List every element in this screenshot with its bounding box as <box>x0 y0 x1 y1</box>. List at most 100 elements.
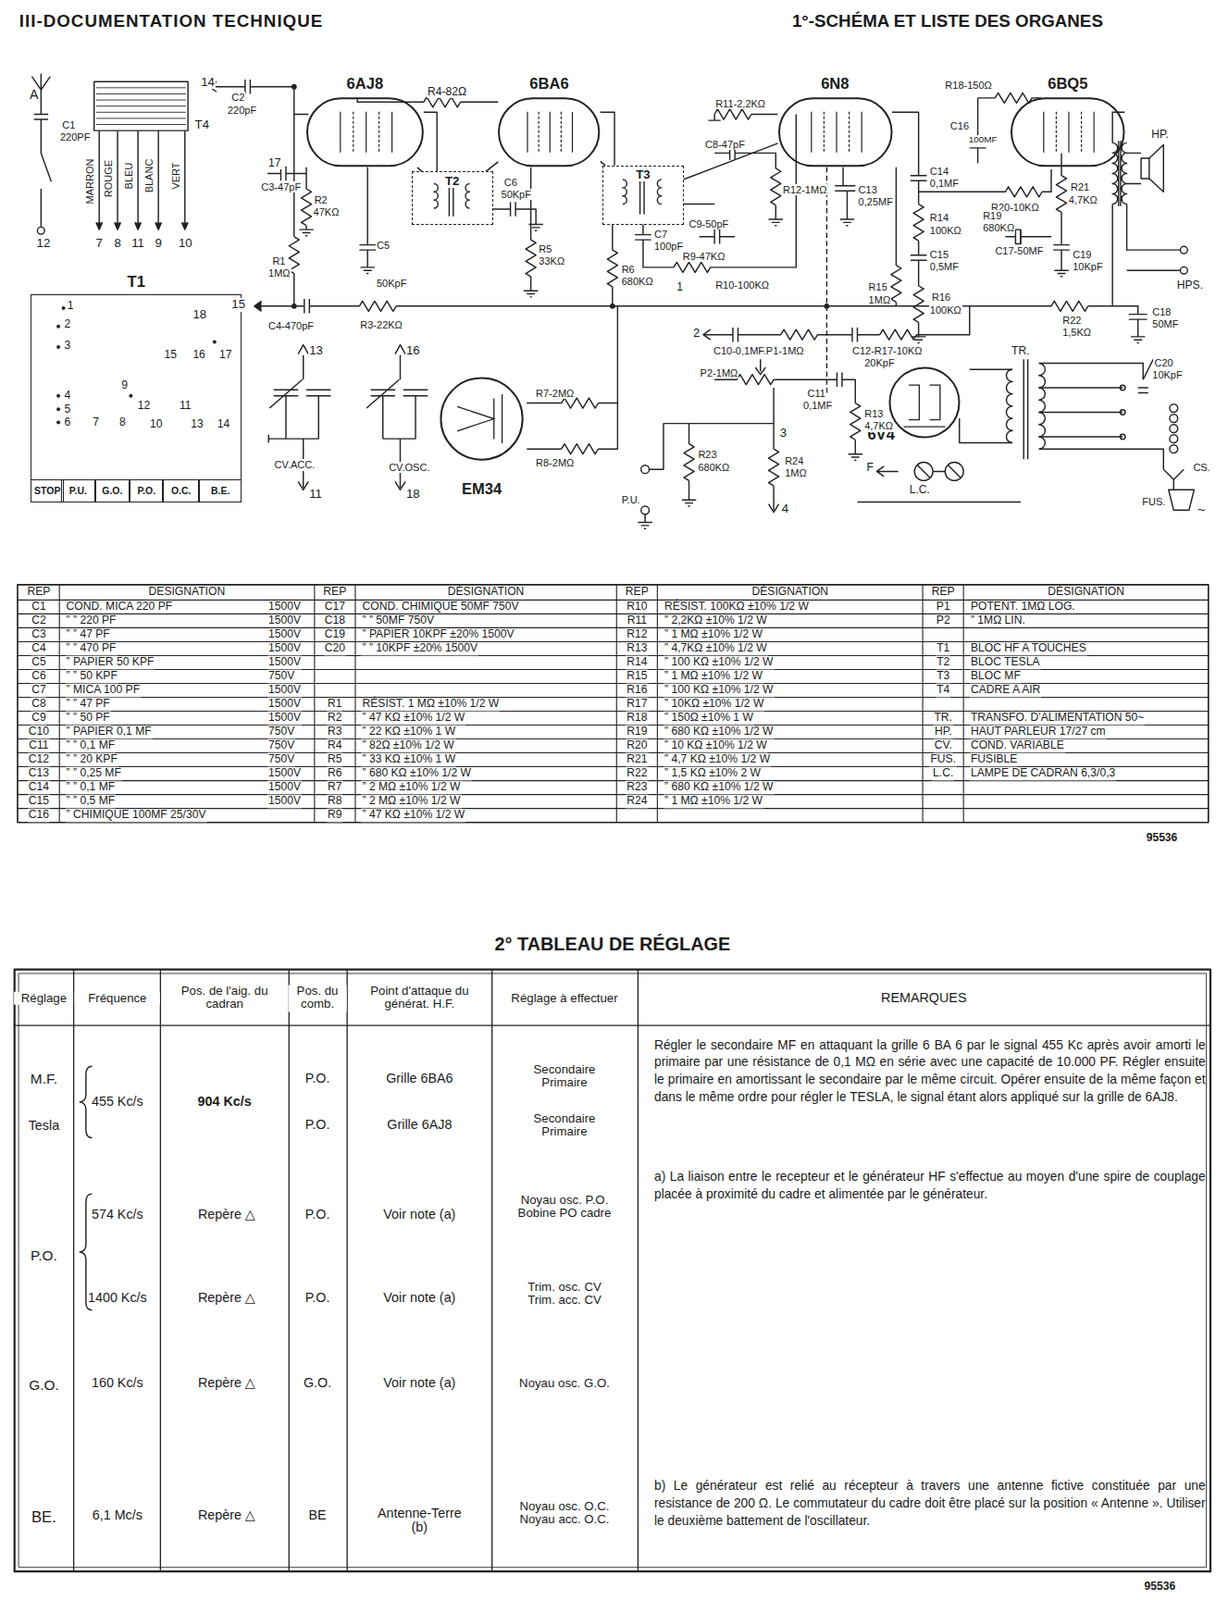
table-cell: C14 <box>27 781 50 794</box>
part-label: 11 <box>130 236 146 251</box>
table-header: Pos. du comb. <box>288 984 348 1012</box>
table-cell: ” 10 KΩ ±10% 1/2 W <box>663 740 769 753</box>
part-label: 50MF <box>1151 318 1179 330</box>
part-label: C20 <box>1153 357 1174 369</box>
part-label: 17 <box>218 348 234 361</box>
part-label: 50KpF <box>375 277 408 289</box>
table-cell: CV. <box>933 740 954 753</box>
table-header: DÉSIGNATION <box>750 586 830 599</box>
part-label: R15 <box>868 281 889 293</box>
tube-electrode <box>860 111 862 152</box>
part-label: C1 <box>61 119 76 131</box>
part-label: CV.ACC. <box>273 458 317 471</box>
part-label: HPS. <box>1176 279 1204 292</box>
table-cell: P2 <box>935 614 952 627</box>
part-label: C2 <box>230 91 246 103</box>
table-cell: Voir note (a) <box>382 1290 457 1306</box>
table-cell: Grille 6BA6 <box>384 1071 454 1087</box>
table-cell: 1500V <box>267 643 302 656</box>
table-cell: FUS. <box>929 754 957 767</box>
part-label: C4-470pF <box>267 320 315 332</box>
part-label: 8 <box>112 236 122 251</box>
table-cell: R15 <box>625 670 648 683</box>
table-header: Fréquence <box>74 992 161 1006</box>
table-header: REP <box>322 586 348 599</box>
table-cell: ” 4,7 KΩ ±10% 1/2 W <box>663 754 771 767</box>
table-header: REP <box>624 586 650 599</box>
table-cell: T4 <box>935 684 951 697</box>
tube-electrode <box>822 111 824 152</box>
component-name: 6BQ5 <box>1045 75 1090 93</box>
table-header: REP <box>25 586 51 599</box>
part-label: R16 <box>930 291 952 303</box>
part-label: 7 <box>91 416 100 429</box>
part-label: C8-47pF <box>704 138 746 150</box>
part-label: C17-50MF <box>993 245 1044 257</box>
table-cell: 1500V <box>267 781 302 794</box>
part-label: FUS. <box>1141 496 1166 508</box>
component-name: T1 <box>125 273 148 291</box>
part-label: 47KΩ <box>312 206 341 218</box>
tube-electrode <box>378 111 380 152</box>
table-cell: C18 <box>323 614 347 627</box>
part-label: C5 <box>375 239 391 251</box>
table-cell: R3 <box>326 726 344 739</box>
table-cell: ” PAPIER 10KPF ±20% 1500V <box>360 628 515 641</box>
table-cell: C16 <box>27 809 50 822</box>
part-label: 0,1MF <box>929 177 960 189</box>
part-label: C13 <box>857 184 879 196</box>
table-cell: C1 <box>30 600 48 613</box>
component-name: EM34 <box>459 481 504 498</box>
table-cell: P.O. <box>304 1207 332 1223</box>
part-label: CV.OSC. <box>387 461 431 473</box>
component-block: T3 <box>602 165 684 225</box>
table-cell: C4 <box>30 643 48 656</box>
table-cell: ” 680 KΩ ±10% 1/2 W <box>663 781 775 794</box>
table-cell: C17 <box>323 600 347 613</box>
component-name: 6AJ8 <box>345 75 386 93</box>
table-cell: P.O. <box>304 1290 332 1306</box>
table-cell: b) Le générateur est relié au récepteur … <box>653 1477 1207 1530</box>
table-cell: R7 <box>326 781 344 794</box>
switch-key: G.O. <box>95 479 131 502</box>
component-name: T2 <box>443 174 461 189</box>
part-label: 10 <box>148 418 164 431</box>
tube-outline <box>890 367 960 437</box>
part-label: P.U. <box>620 494 642 506</box>
table-cell: ” 47 KΩ ±10% 1/2 W <box>360 712 466 725</box>
tube-electrode <box>339 111 341 152</box>
part-label: 15 <box>162 348 178 361</box>
table-cell: BLOC TESLA <box>969 657 1042 670</box>
table-cell: C10 <box>27 726 50 739</box>
part-label: R22 <box>1061 314 1082 326</box>
section-heading: 1°-SCHÉMA ET LISTE DES ORGANES <box>791 12 1104 32</box>
table-cell: R12 <box>625 628 648 641</box>
table-cell: TR. <box>932 712 954 725</box>
table-cell: ” ” 0,5 MF <box>65 795 117 808</box>
part-label: L.C. <box>908 483 931 497</box>
table-cell: ” 1,5 KΩ ±10% 2 W <box>663 768 762 781</box>
part-label: A <box>28 87 40 103</box>
part-label: F <box>865 461 874 474</box>
table-cell: Grille 6AJ8 <box>385 1117 453 1133</box>
part-label: BLEU <box>123 161 135 190</box>
tube-electrode <box>571 111 573 152</box>
table-cell: a) La liaison entre le recepteur et le g… <box>653 1168 1207 1204</box>
part-label: R3-22KΩ <box>359 319 404 331</box>
table-cell: ” 100 KΩ ±10% 1/2 W <box>663 657 775 670</box>
key-label: P.U. <box>68 485 88 497</box>
table-header: DESIGNATION <box>148 586 227 599</box>
table-cell: R10 <box>625 600 648 613</box>
tube-electrode <box>549 111 551 152</box>
part-label: 17 <box>267 157 283 170</box>
part-label: 8 <box>118 416 127 429</box>
table-cell: ” ” 470 PF <box>65 643 118 656</box>
table-cell: 1500V <box>267 698 302 711</box>
part-label: 20KpF <box>863 357 895 369</box>
table-cell: C3 <box>30 628 48 641</box>
part-label: 4,7KΩ <box>863 420 894 432</box>
part-label: R1 <box>271 255 286 267</box>
part-label: C15 <box>929 248 950 261</box>
table-cell: 750V <box>267 726 296 739</box>
